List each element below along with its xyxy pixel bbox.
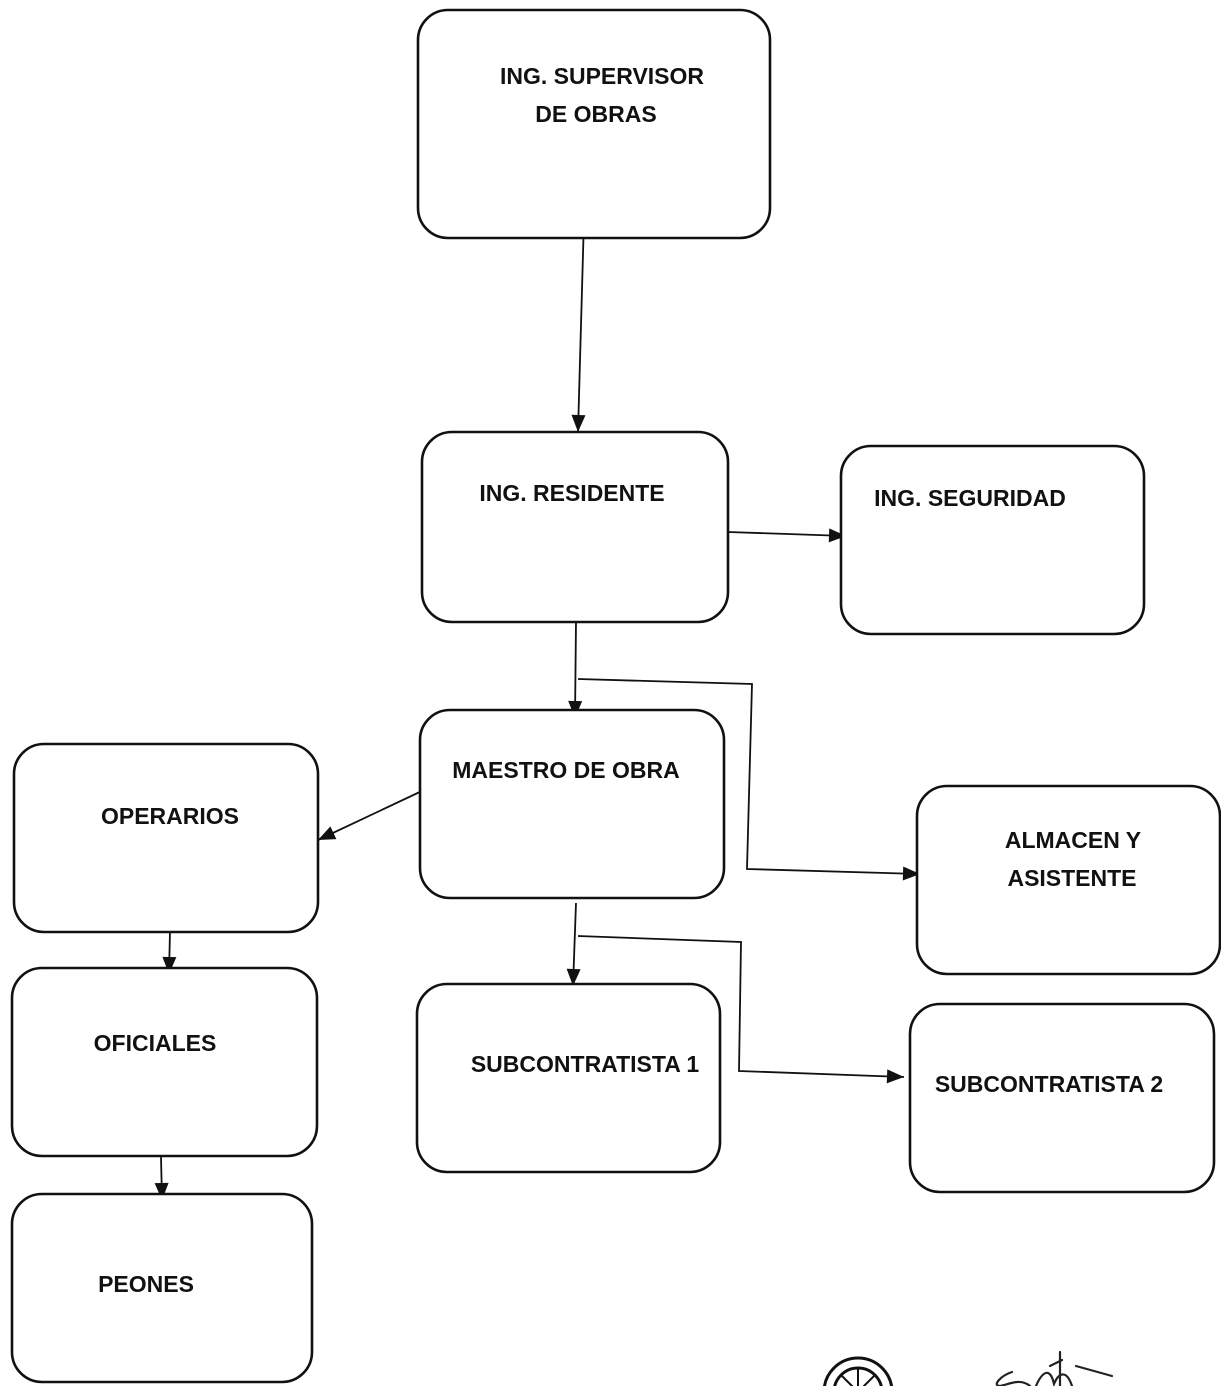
node-box-residente bbox=[420, 430, 730, 624]
node-peones: PEONES bbox=[10, 1192, 314, 1384]
official-seal-icon bbox=[823, 1356, 893, 1386]
node-label-oficiales: OFICIALES bbox=[94, 1030, 217, 1056]
arrowhead-icon bbox=[154, 1182, 169, 1200]
connector-maestro-to-sub2 bbox=[577, 935, 905, 1084]
node-box-supervisor bbox=[416, 8, 772, 240]
node-box-sub1 bbox=[415, 982, 722, 1174]
arrowhead-icon bbox=[902, 866, 920, 881]
node-box-operarios bbox=[12, 742, 320, 934]
node-box-maestro bbox=[418, 708, 726, 900]
connector-line bbox=[727, 531, 847, 537]
connector-residente-to-seguridad bbox=[727, 528, 847, 543]
arrowhead-icon bbox=[886, 1069, 904, 1084]
node-label-residente: ING. RESIDENTE bbox=[479, 480, 664, 506]
connector-maestro-to-operarios bbox=[317, 789, 425, 841]
node-operarios: OPERARIOS bbox=[12, 742, 320, 934]
node-sub2: SUBCONTRATISTA 2 bbox=[908, 1002, 1216, 1194]
node-sub1: SUBCONTRATISTA 1 bbox=[415, 982, 722, 1174]
handwritten-signature-icon bbox=[995, 1350, 1114, 1386]
node-maestro: MAESTRO DE OBRA bbox=[418, 708, 726, 900]
connector-line bbox=[317, 789, 425, 841]
node-label-sub1: SUBCONTRATISTA 1 bbox=[471, 1051, 700, 1077]
node-box-seguridad bbox=[839, 444, 1146, 636]
node-label-almacen: ASISTENTE bbox=[1007, 865, 1136, 891]
node-label-supervisor: DE OBRAS bbox=[535, 101, 656, 127]
nodes-layer: ING. SUPERVISOR DE OBRAS ING. RESIDENTE ING… bbox=[10, 8, 1221, 1384]
connector-supervisor-to-residente bbox=[571, 217, 586, 433]
node-box-peones bbox=[10, 1192, 314, 1384]
node-oficiales: OFICIALES bbox=[10, 966, 319, 1158]
arrowhead-icon bbox=[571, 414, 586, 432]
node-supervisor: ING. SUPERVISOR DE OBRAS bbox=[416, 8, 772, 240]
connector-line bbox=[577, 935, 905, 1078]
arrowhead-icon bbox=[318, 826, 337, 840]
arrowhead-icon bbox=[828, 528, 846, 543]
connector-line bbox=[577, 678, 921, 875]
node-label-peones: PEONES bbox=[98, 1271, 194, 1297]
node-label-almacen: ALMACEN Y bbox=[1005, 827, 1141, 853]
node-box-almacen bbox=[915, 784, 1221, 976]
arrowhead-icon bbox=[162, 956, 177, 974]
footer-marks bbox=[823, 1350, 1114, 1386]
node-box-oficiales bbox=[10, 966, 319, 1158]
node-box-sub2 bbox=[908, 1002, 1216, 1194]
node-label-supervisor: ING. SUPERVISOR bbox=[500, 63, 704, 89]
node-label-sub2: SUBCONTRATISTA 2 bbox=[935, 1071, 1163, 1097]
connector-residente-to-almacen bbox=[577, 678, 921, 881]
connector-residente-to-maestro bbox=[568, 621, 583, 719]
node-almacen: ALMACEN Y ASISTENTE bbox=[915, 784, 1221, 976]
arrowhead-icon bbox=[566, 968, 581, 986]
node-label-operarios: OPERARIOS bbox=[101, 803, 239, 829]
node-seguridad: ING. SEGURIDAD bbox=[839, 444, 1146, 636]
node-label-maestro: MAESTRO DE OBRA bbox=[452, 757, 679, 783]
node-residente: ING. RESIDENTE bbox=[420, 430, 730, 624]
connector-maestro-to-sub1 bbox=[566, 902, 581, 987]
connector-line bbox=[577, 217, 585, 433]
node-label-seguridad: ING. SEGURIDAD bbox=[874, 485, 1066, 511]
